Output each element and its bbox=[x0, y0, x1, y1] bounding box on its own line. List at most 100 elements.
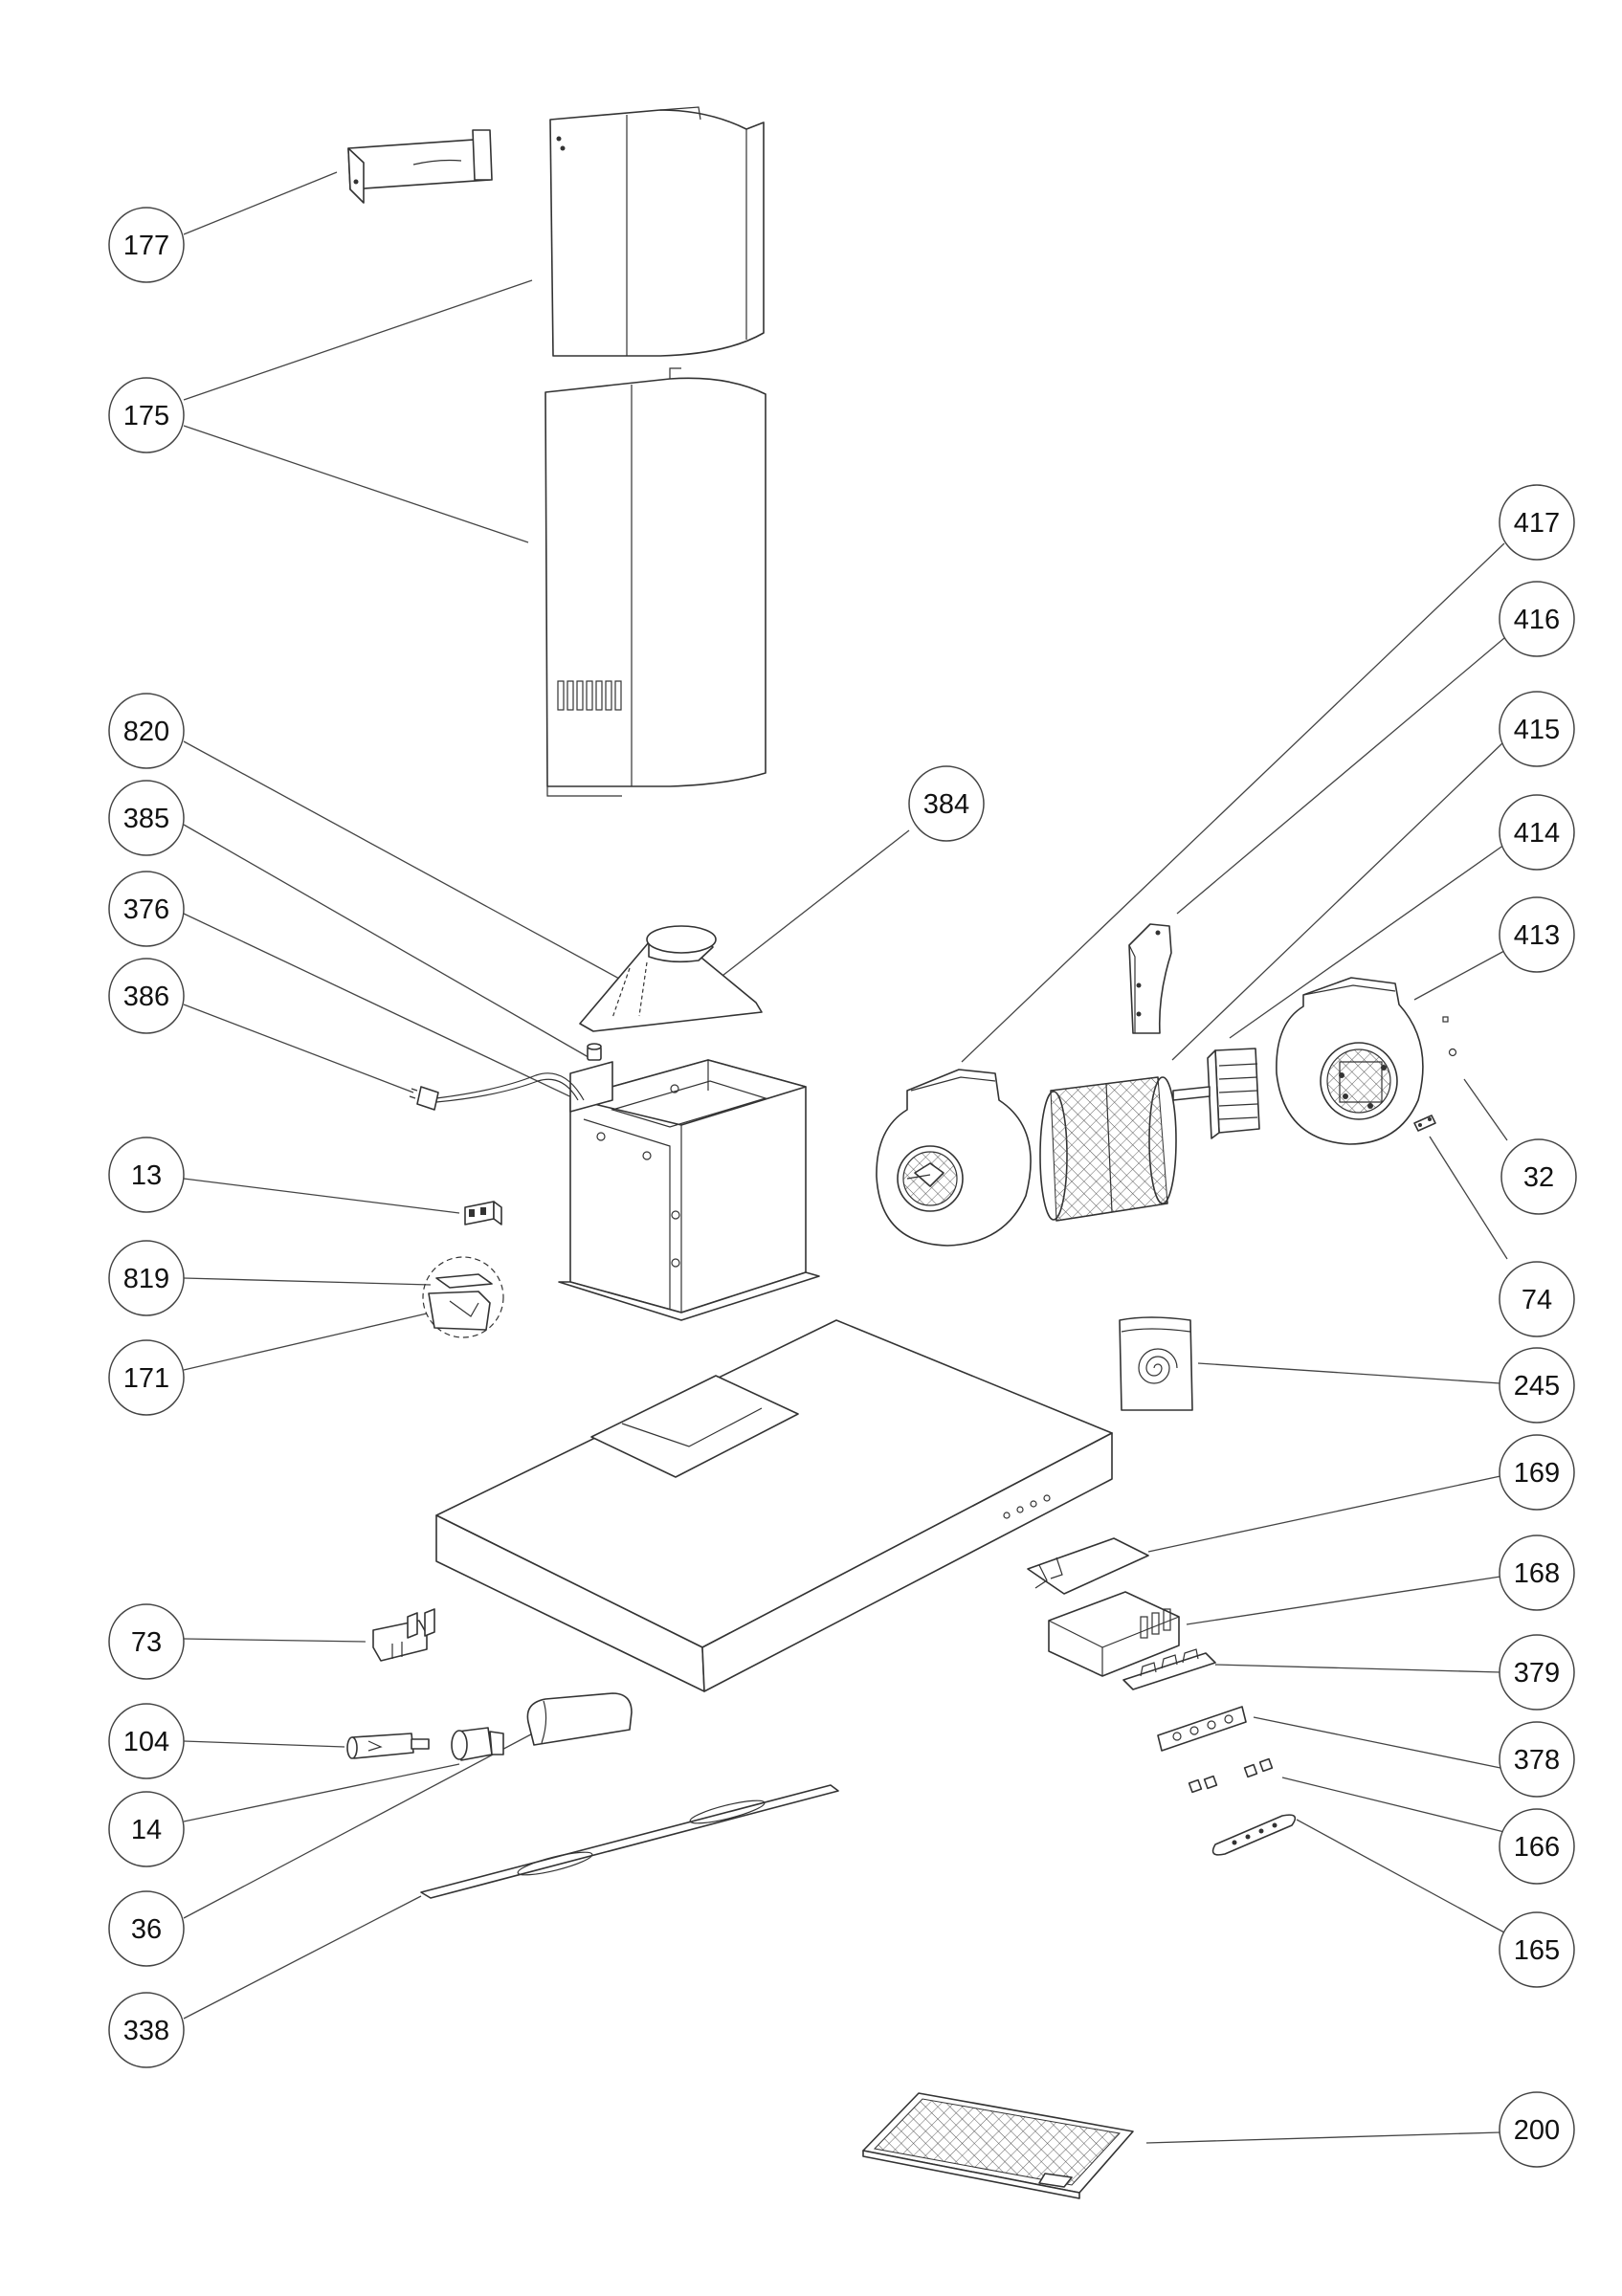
leader-386 bbox=[183, 1004, 414, 1093]
part-385-cap bbox=[587, 1043, 602, 1061]
callout-384-label: 384 bbox=[923, 789, 969, 820]
part-417-blower-housing bbox=[876, 1069, 1032, 1247]
callout-14: 14 bbox=[108, 1791, 185, 1867]
callout-414-label: 414 bbox=[1514, 818, 1560, 849]
callout-378-label: 378 bbox=[1514, 1745, 1560, 1776]
callout-175: 175 bbox=[108, 377, 185, 453]
leader-14 bbox=[183, 1763, 460, 1822]
part-13-terminal-block bbox=[464, 1201, 502, 1225]
callout-385-label: 385 bbox=[123, 804, 169, 834]
callout-177-label: 177 bbox=[123, 231, 169, 261]
callout-384: 384 bbox=[908, 765, 985, 842]
callout-376-label: 376 bbox=[123, 894, 169, 925]
leader-13 bbox=[183, 1178, 460, 1214]
callout-14-label: 14 bbox=[131, 1815, 162, 1845]
callout-177: 177 bbox=[108, 207, 185, 283]
part-378-fascia-plate bbox=[1157, 1706, 1247, 1752]
part-104-lamp-holder bbox=[346, 1733, 430, 1759]
leader-165 bbox=[1296, 1819, 1505, 1933]
part-166-knobs bbox=[1188, 1757, 1274, 1794]
callout-165: 165 bbox=[1499, 1911, 1575, 1988]
callout-74: 74 bbox=[1499, 1261, 1575, 1337]
part-384-duct-adapter bbox=[579, 925, 763, 1032]
callout-379-label: 379 bbox=[1514, 1658, 1560, 1689]
callout-378: 378 bbox=[1499, 1721, 1575, 1798]
callout-171: 171 bbox=[108, 1339, 185, 1416]
callout-104: 104 bbox=[108, 1703, 185, 1779]
part-414-motor bbox=[1172, 1048, 1260, 1139]
leader-385 bbox=[183, 824, 594, 1061]
leader-417 bbox=[961, 542, 1505, 1063]
callout-819: 819 bbox=[108, 1240, 185, 1316]
callout-386-label: 386 bbox=[123, 982, 169, 1012]
part-379-switches bbox=[1122, 1648, 1216, 1690]
leader-338 bbox=[183, 1895, 422, 2020]
callout-73-label: 73 bbox=[131, 1627, 162, 1658]
leader-175b bbox=[183, 425, 529, 543]
part-416-bracket bbox=[1128, 923, 1172, 1034]
callout-416-label: 416 bbox=[1514, 605, 1560, 635]
leader-379 bbox=[1214, 1664, 1501, 1673]
part-32-nuts bbox=[1442, 1016, 1457, 1057]
leader-lines bbox=[183, 171, 1508, 2144]
leader-74 bbox=[1429, 1136, 1508, 1260]
callout-175-label: 175 bbox=[123, 401, 169, 431]
callout-820: 820 bbox=[108, 693, 185, 769]
callout-820-label: 820 bbox=[123, 717, 169, 747]
callout-386: 386 bbox=[108, 958, 185, 1034]
callout-166: 166 bbox=[1499, 1808, 1575, 1885]
callout-171-label: 171 bbox=[123, 1363, 169, 1394]
leader-36 bbox=[183, 1727, 544, 1919]
part-413-blower-housing bbox=[1276, 977, 1424, 1145]
callout-338-label: 338 bbox=[123, 2016, 169, 2046]
part-73-clip bbox=[372, 1608, 435, 1662]
leader-177 bbox=[183, 171, 338, 235]
leader-32 bbox=[1463, 1078, 1508, 1141]
leader-819 bbox=[183, 1277, 432, 1286]
callout-417-label: 417 bbox=[1514, 508, 1560, 539]
callout-245-label: 245 bbox=[1514, 1371, 1560, 1402]
callout-200-label: 200 bbox=[1514, 2115, 1560, 2146]
callout-819-label: 819 bbox=[123, 1264, 169, 1294]
callout-415: 415 bbox=[1499, 691, 1575, 767]
callout-376: 376 bbox=[108, 871, 185, 947]
part-245-pack bbox=[1119, 1316, 1193, 1411]
leader-384 bbox=[709, 829, 910, 986]
vent-slots bbox=[557, 680, 622, 711]
leader-171 bbox=[183, 1313, 428, 1371]
callout-36-label: 36 bbox=[131, 1914, 162, 1945]
leader-416 bbox=[1176, 637, 1505, 915]
callout-385: 385 bbox=[108, 780, 185, 856]
callout-168-label: 168 bbox=[1514, 1558, 1560, 1589]
part-165-knob-plate bbox=[1211, 1814, 1297, 1856]
part-36-lamp-cover bbox=[526, 1692, 633, 1746]
part-386-power-cord bbox=[409, 1072, 585, 1111]
part-415-impeller bbox=[1039, 1076, 1177, 1222]
callout-413-label: 413 bbox=[1514, 920, 1560, 951]
leader-104 bbox=[183, 1740, 345, 1748]
leader-200 bbox=[1145, 2131, 1501, 2144]
leader-245 bbox=[1197, 1362, 1501, 1384]
leader-175a bbox=[183, 279, 533, 401]
callout-168: 168 bbox=[1499, 1534, 1575, 1611]
leader-166 bbox=[1281, 1777, 1505, 1833]
leader-168 bbox=[1186, 1576, 1501, 1625]
part-168-switch-box bbox=[1048, 1591, 1180, 1677]
leader-415 bbox=[1171, 740, 1505, 1061]
callout-413: 413 bbox=[1499, 896, 1575, 973]
leader-414 bbox=[1229, 844, 1505, 1039]
callout-169: 169 bbox=[1499, 1434, 1575, 1511]
callout-414: 414 bbox=[1499, 794, 1575, 871]
part-74-screw bbox=[1413, 1115, 1436, 1132]
part-171-819-detail bbox=[422, 1256, 504, 1338]
callout-74-label: 74 bbox=[1522, 1285, 1552, 1315]
callout-379: 379 bbox=[1499, 1634, 1575, 1711]
callout-415-label: 415 bbox=[1514, 715, 1560, 745]
leader-378 bbox=[1253, 1716, 1501, 1769]
callout-13-label: 13 bbox=[131, 1160, 162, 1191]
callout-73: 73 bbox=[108, 1603, 185, 1680]
callout-36: 36 bbox=[108, 1890, 185, 1967]
callout-338: 338 bbox=[108, 1992, 185, 2068]
callout-417: 417 bbox=[1499, 484, 1575, 561]
